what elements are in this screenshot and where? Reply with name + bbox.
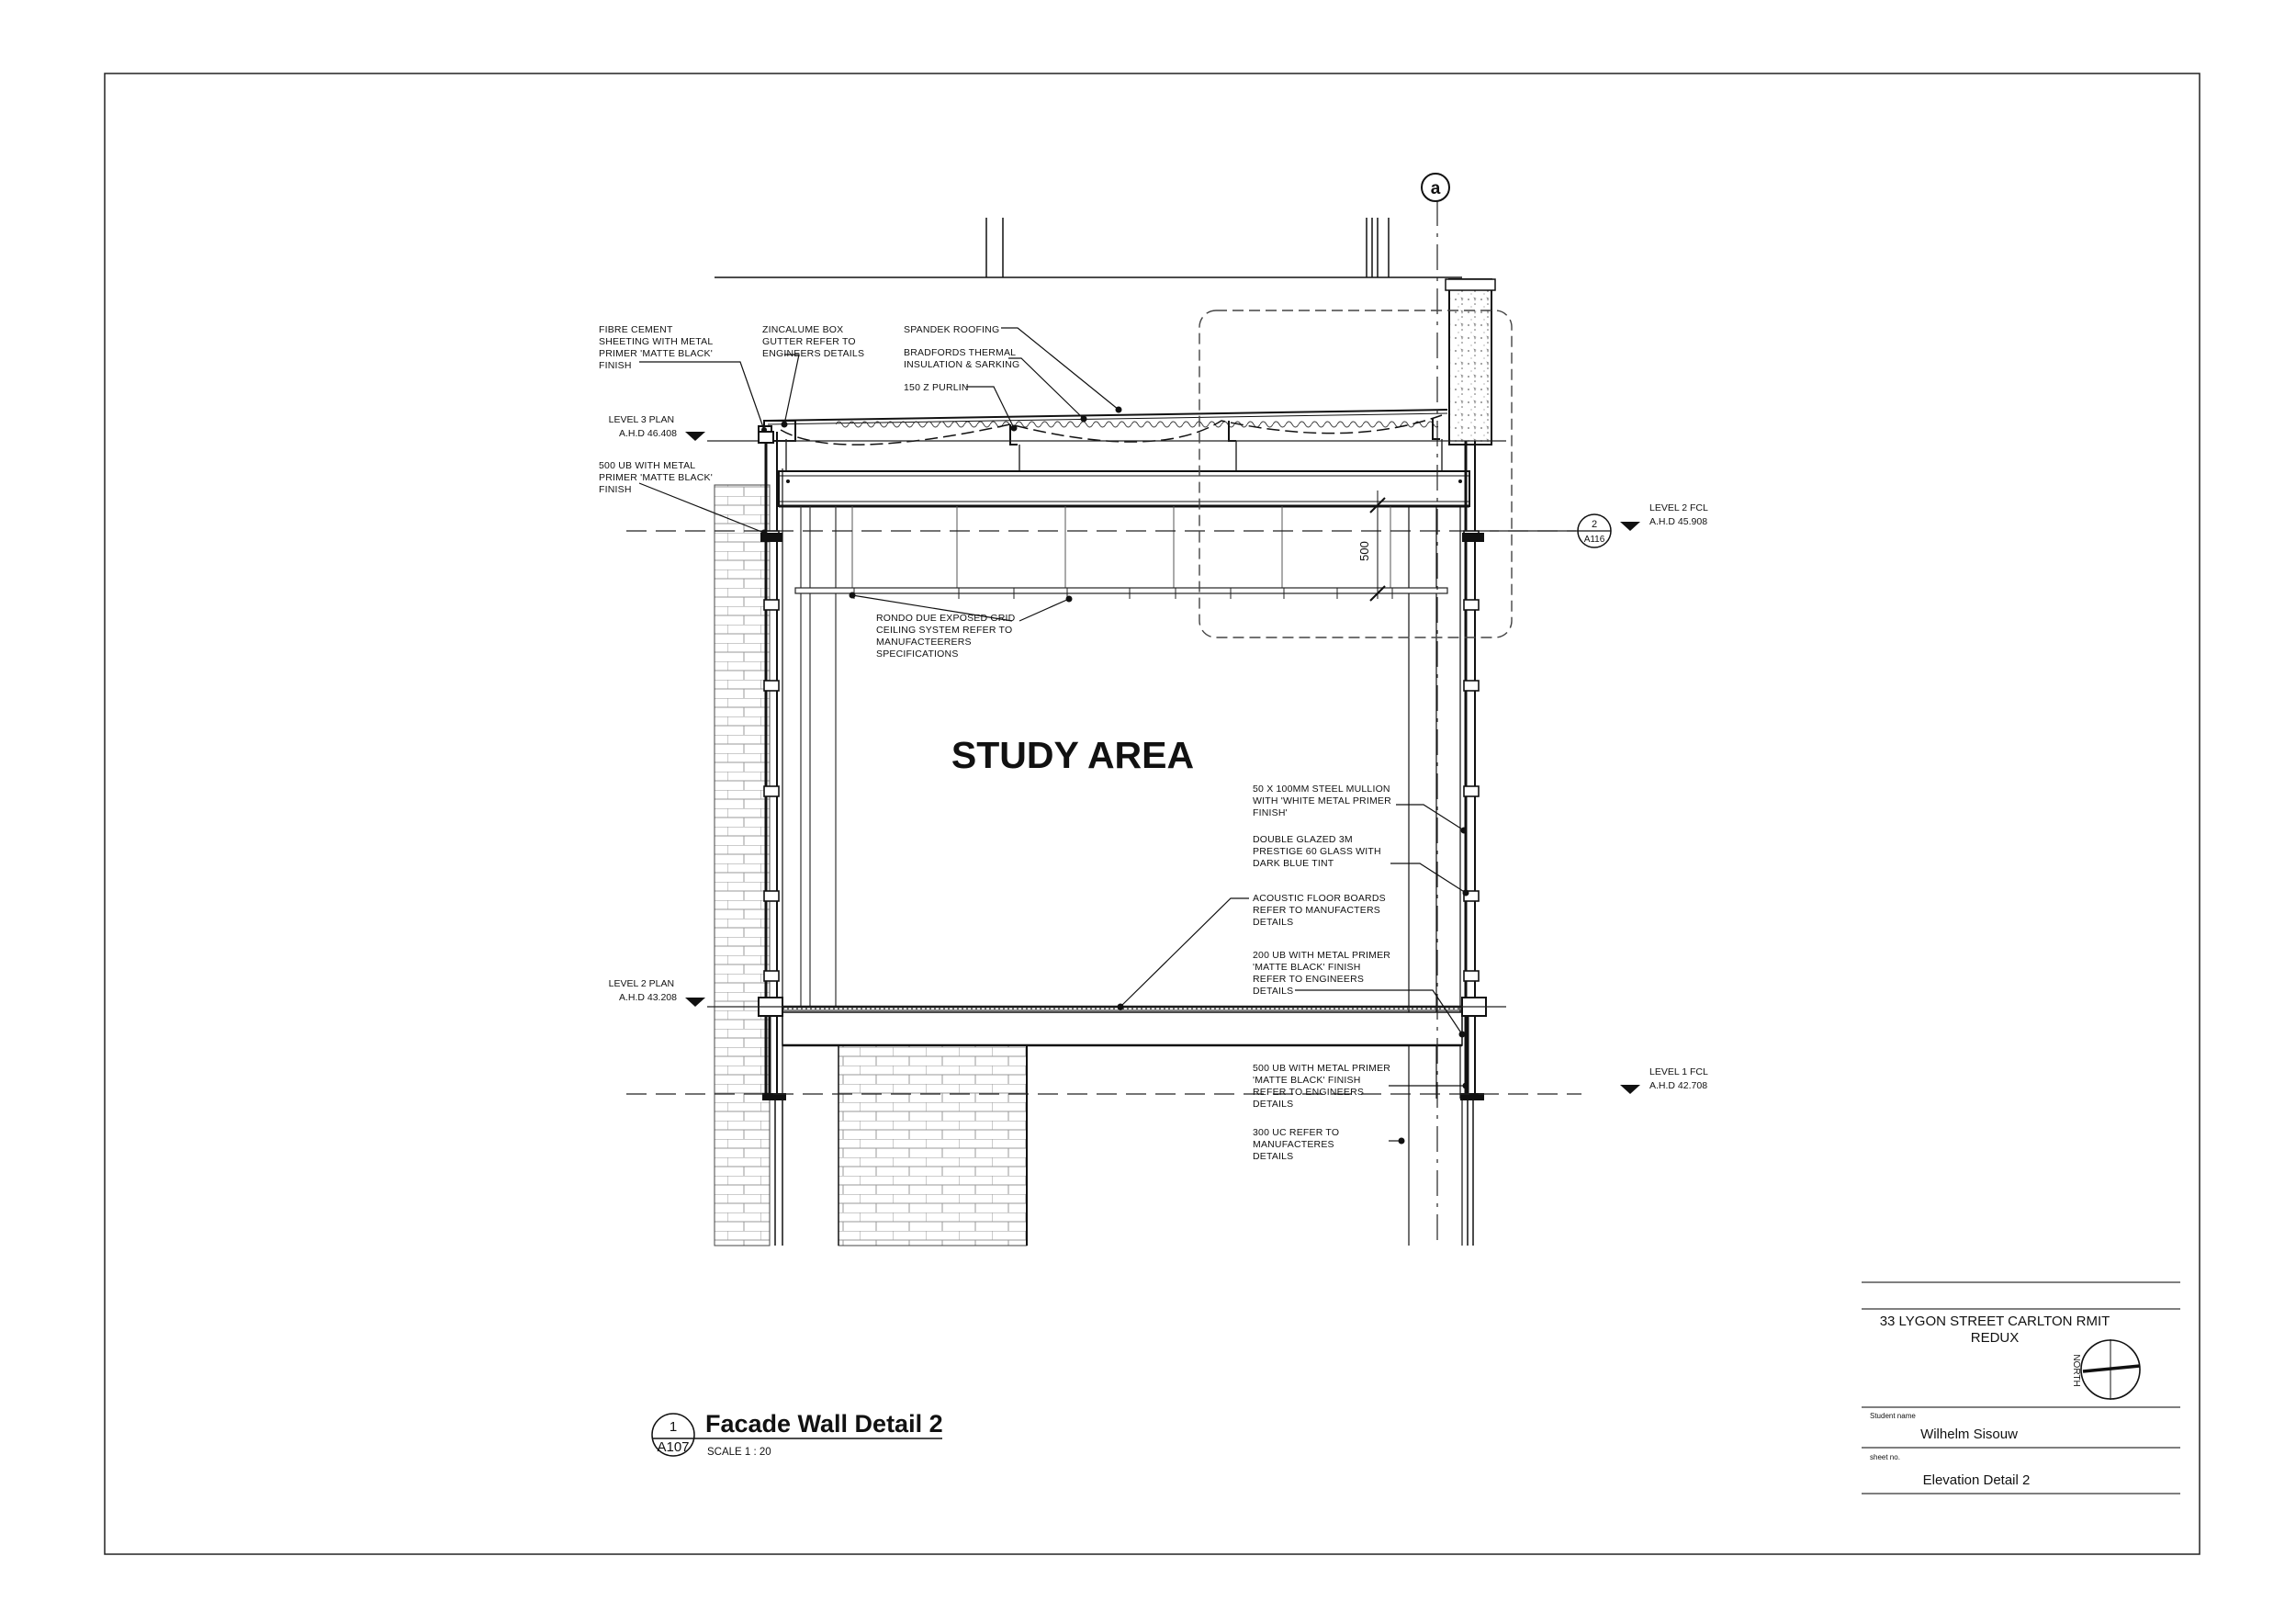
note-spandek: SPANDEK ROOFING [904, 324, 999, 335]
floor-beam-200ub [782, 1011, 1463, 1047]
brick-wall-lower [838, 1044, 1028, 1246]
note-ub500-top: 500 UB WITH METAL PRIMER 'MATTE BLACK' F… [599, 460, 715, 495]
level-label-1fcl: LEVEL 1 FCL A.H.D 42.708 [1649, 1066, 1710, 1091]
note-ub500-bottom: 500 UB WITH METAL PRIMER 'MATTE BLACK' F… [1253, 1063, 1393, 1110]
note-ub200: 200 UB WITH METAL PRIMER 'MATTE BLACK' F… [1253, 950, 1393, 997]
north-arrow: NORTH [2071, 1339, 2141, 1400]
level-label-2fcl: LEVEL 2 FCL A.H.D 45.908 [1649, 502, 1710, 527]
room-label: STUDY AREA [951, 734, 1194, 776]
column-left [764, 432, 783, 1099]
note-bradfords: BRADFORDS THERMAL INSULATION & SARKING [904, 347, 1019, 370]
grid-bubble-a: a [1421, 173, 1450, 202]
student-name-label: Student name [1870, 1412, 1916, 1420]
wall-section-drawing: a 500 2 A116 STUDY AREA [599, 173, 1710, 1246]
note-mullion: 50 X 100MM STEEL MULLION WITH 'WHITE MET… [1253, 784, 1394, 818]
callout-detail-box [1199, 310, 1513, 638]
svg-text:a: a [1431, 179, 1441, 198]
note-zincalume: ZINCALUME BOX GUTTER REFER TO ENGINEERS … [762, 324, 864, 359]
view-title: 1 A107 Facade Wall Detail 2 SCALE 1 : 20 [651, 1410, 943, 1458]
ceiling-hangers [851, 506, 1391, 588]
roof-insulation [836, 421, 1438, 432]
sheet-border [104, 73, 2200, 1555]
svg-text:1: 1 [670, 1419, 677, 1435]
level-label-3: LEVEL 3 PLAN A.H.D 46.408 [609, 414, 677, 439]
note-uc300: 300 UC REFER TO MANUFACTERES DETAILS [1253, 1127, 1342, 1162]
leader-lines [638, 327, 1467, 1142]
spandek-roof [767, 409, 1448, 422]
svg-text:2: 2 [1592, 519, 1597, 530]
sheet-name: Elevation Detail 2 [1923, 1472, 2031, 1488]
project-name-line1: 33 LYGON STREET CARLTON RMIT [1880, 1314, 2110, 1329]
dimension-500 [1369, 491, 1460, 602]
student-name: Wilhelm Sisouw [1920, 1427, 2018, 1442]
note-fibre-cement: FIBRE CEMENT SHEETING WITH METAL PRIMER … [599, 324, 715, 371]
project-name-line2: REDUX [1971, 1330, 2020, 1346]
svg-text:NORTH: NORTH [2071, 1354, 2081, 1386]
sheet-no-label: sheet no. [1870, 1453, 1900, 1461]
note-purlin: 150 Z PURLIN [904, 382, 969, 393]
view-title-scale: SCALE 1 : 20 [707, 1447, 771, 1458]
note-acoustic: ACOUSTIC FLOOR BOARDS REFER TO MANUFACTE… [1253, 893, 1389, 928]
level-label-2: LEVEL 2 PLAN A.H.D 43.208 [609, 978, 677, 1003]
svg-text:A107: A107 [657, 1439, 689, 1455]
view-title-name: Facade Wall Detail 2 [705, 1410, 943, 1438]
note-rondo: RONDO DUE EXPOSED GRID CEILING SYSTEM RE… [876, 613, 1019, 660]
ceiling-grid [794, 587, 1448, 599]
column-right [1459, 441, 1476, 1099]
dimension-text: 500 [1357, 541, 1371, 561]
note-glazing: DOUBLE GLAZED 3M PRESTIGE 60 GLASS WITH … [1253, 834, 1384, 869]
concrete-parapet [1448, 278, 1492, 445]
section-callout: 2 A116 [1490, 513, 1612, 548]
roof-beam-500ub [778, 470, 1470, 508]
title-block: 33 LYGON STREET CARLTON RMIT REDUX NORTH… [1862, 1281, 2180, 1494]
svg-text:A116: A116 [1584, 535, 1605, 545]
brick-wall-left [714, 484, 771, 1246]
